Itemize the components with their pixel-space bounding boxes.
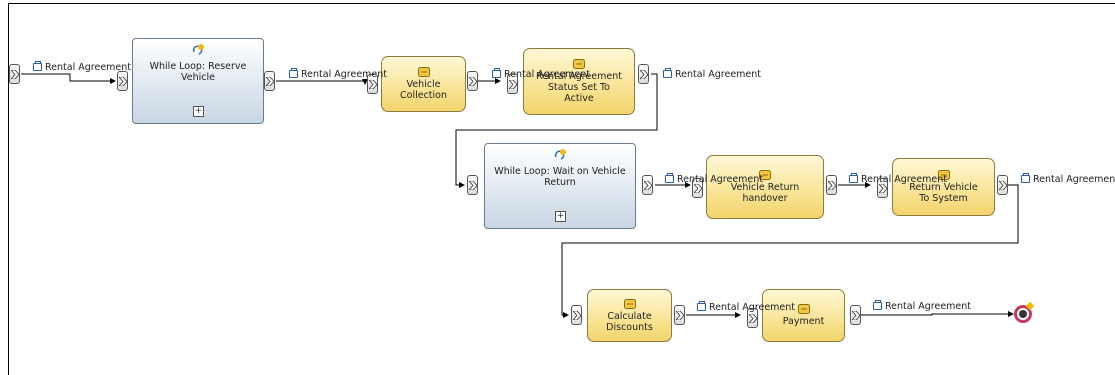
data-label-6[interactable]: Rental Agreement: [849, 173, 947, 185]
task-label: Vehicle Return handover: [730, 182, 800, 204]
collection-output-terminal[interactable]: [467, 71, 478, 91]
reserve-loop-input-terminal[interactable]: [117, 71, 128, 91]
data-object-icon: [873, 300, 882, 310]
end-event-icon[interactable]: [1014, 301, 1035, 323]
frame-top-border: [8, 3, 1115, 4]
task-label: Calculate Discounts: [606, 310, 653, 333]
frame-left-border: [8, 3, 9, 375]
task-icon: [573, 59, 585, 69]
data-label-4[interactable]: Rental Agreement: [663, 68, 761, 80]
collection-input-terminal[interactable]: [367, 74, 378, 94]
expand-subprocess-button[interactable]: +: [555, 211, 566, 222]
reserve-loop-output-terminal[interactable]: [264, 71, 275, 91]
task-calculate-discounts[interactable]: Calculate Discounts: [587, 289, 672, 342]
terminal-chevron-icon: [469, 77, 477, 86]
wait-loop-output-terminal[interactable]: [642, 175, 653, 195]
task-icon: [623, 298, 636, 309]
connector-return-discounts: [561, 184, 1019, 318]
while-loop-wait-vehicle-return[interactable]: While Loop: Wait on Vehicle Return +: [484, 143, 636, 229]
data-object-icon: [663, 68, 672, 78]
task-payment[interactable]: Payment: [762, 289, 845, 342]
expand-subprocess-button[interactable]: +: [193, 106, 204, 117]
terminal-chevron-icon: [11, 70, 19, 79]
terminal-chevron-icon: [999, 181, 1007, 190]
data-object-icon: [492, 68, 501, 78]
data-object-icon: [697, 301, 706, 311]
status-output-terminal[interactable]: [638, 64, 649, 84]
terminal-chevron-icon: [749, 314, 757, 323]
status-input-terminal[interactable]: [507, 74, 518, 94]
terminal-chevron-icon: [119, 77, 127, 86]
wait-loop-input-terminal[interactable]: [467, 175, 478, 195]
discounts-output-terminal[interactable]: [674, 305, 685, 325]
connector-start-reserve: [21, 73, 116, 84]
process-start-terminal[interactable]: [9, 64, 20, 84]
terminal-chevron-icon: [879, 184, 887, 193]
task-label: Payment: [782, 316, 825, 327]
terminal-chevron-icon: [828, 181, 836, 190]
payment-output-terminal[interactable]: [850, 305, 861, 325]
data-label-3[interactable]: Rental Agreement: [492, 68, 590, 80]
data-object-icon: [289, 68, 298, 78]
terminal-chevron-icon: [509, 80, 517, 89]
loop-icon: [192, 44, 204, 55]
terminal-chevron-icon: [852, 311, 860, 320]
return-input-terminal[interactable]: [877, 178, 888, 198]
terminal-chevron-icon: [573, 311, 581, 320]
connector-status-wait: [455, 73, 658, 188]
data-object-icon: [849, 173, 858, 183]
task-icon: [759, 170, 771, 180]
terminal-chevron-icon: [676, 311, 684, 320]
task-vehicle-collection[interactable]: Vehicle Collection: [381, 56, 466, 112]
task-return-vehicle-to-system[interactable]: Return Vehicle To System: [892, 158, 995, 216]
handover-output-terminal[interactable]: [826, 175, 837, 195]
handover-input-terminal[interactable]: [692, 178, 703, 198]
connector-reserve-collection: [276, 79, 368, 85]
task-label: Return Vehicle To System: [909, 182, 978, 204]
data-label-8[interactable]: Rental Agreement: [697, 301, 795, 313]
discounts-input-terminal[interactable]: [571, 305, 582, 325]
data-label-2[interactable]: Rental Agreement: [289, 68, 387, 80]
terminal-chevron-icon: [640, 70, 648, 79]
task-icon: [797, 304, 810, 314]
loop-icon: [554, 149, 566, 160]
connector-payment-end: [860, 311, 1014, 317]
data-object-icon: [33, 61, 42, 71]
data-label-9[interactable]: Rental Agreement: [873, 300, 971, 312]
terminal-chevron-icon: [469, 181, 477, 190]
payment-input-terminal[interactable]: [747, 308, 758, 328]
data-label-7[interactable]: Rental Agreement: [1021, 173, 1115, 185]
reserve-loop-label: While Loop: Reserve Vehicle: [149, 61, 247, 83]
terminal-chevron-icon: [369, 80, 377, 89]
wait-loop-label: While Loop: Wait on Vehicle Return: [494, 166, 626, 188]
task-icon: [417, 67, 430, 77]
while-loop-reserve-vehicle[interactable]: While Loop: Reserve Vehicle +: [132, 38, 264, 124]
data-label-5[interactable]: Rental Agreement: [665, 173, 763, 185]
task-vehicle-return-handover[interactable]: Vehicle Return handover: [706, 155, 824, 219]
task-label: Rental Agreement Status Set To Active: [535, 71, 622, 104]
end-event-core: [1019, 310, 1027, 318]
data-object-icon: [1021, 173, 1030, 183]
terminal-chevron-icon: [694, 184, 702, 193]
data-object-icon: [665, 173, 674, 183]
return-output-terminal[interactable]: [997, 175, 1008, 195]
task-label: Vehicle Collection: [400, 79, 447, 101]
terminal-chevron-icon: [644, 181, 652, 190]
data-label-1[interactable]: Rental Agreement: [33, 61, 131, 73]
task-status-set-active[interactable]: Rental Agreement Status Set To Active: [523, 48, 635, 115]
task-icon: [937, 170, 950, 180]
terminal-chevron-icon: [266, 77, 274, 86]
